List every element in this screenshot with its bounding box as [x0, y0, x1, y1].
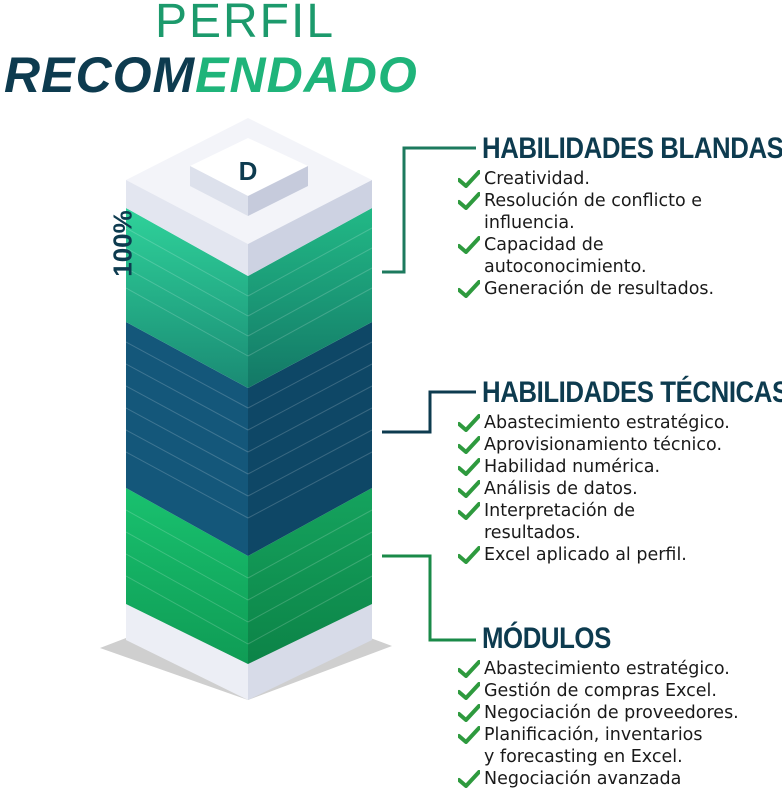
top-block-right — [248, 166, 308, 216]
tower-cap-left — [126, 180, 248, 276]
check-icon — [458, 546, 480, 564]
list-item-text: Negociación de proveedores. — [484, 703, 739, 723]
top-block-left — [190, 166, 248, 216]
list-item-text: Generación de resultados. — [484, 279, 715, 299]
tower-cap-right — [248, 180, 372, 276]
list-item: Aprovisionamiento técnico. — [458, 434, 782, 456]
title-line-2: RECOMENDADO — [4, 46, 418, 104]
list-item: Negociación de proveedores. — [458, 702, 739, 724]
tower-base-right — [248, 604, 372, 700]
list-item-text: Creatividad. — [484, 169, 590, 189]
list-item: Capacidad de autoconocimiento. — [458, 234, 782, 278]
section-habilidades-blandas: HABILIDADES BLANDAS Creatividad. Resoluc… — [458, 132, 782, 300]
list-item-text: Abastecimiento estratégico. — [484, 659, 730, 679]
list-item: Creatividad. — [458, 168, 782, 190]
list-item: Excel aplicado al perfil. — [458, 544, 782, 566]
bracket-blandas — [382, 146, 476, 274]
segment-navy-left — [126, 322, 248, 556]
list-item-text: Resolución de conflicto e influencia. — [484, 191, 703, 233]
title-line-2-part-b: ENDADO — [195, 47, 418, 103]
top-block-top — [190, 138, 308, 196]
bracket-modulos — [382, 554, 476, 642]
list-item: Abastecimiento estratégico. — [458, 658, 739, 680]
list-item-text: Aprovisionamiento técnico. — [484, 435, 723, 455]
list-item-text: Abastecimiento estratégico. — [484, 413, 730, 433]
bracket-tecnicas — [382, 390, 476, 434]
check-icon — [458, 170, 480, 188]
segment-teal-left — [126, 208, 248, 388]
check-icon — [458, 682, 480, 700]
check-icon — [458, 280, 480, 298]
list-item-text: Planificación, inventarios y forecasting… — [484, 725, 703, 767]
check-icon — [458, 480, 480, 498]
list-item: Interpretación de resultados. — [458, 500, 782, 544]
check-icon — [458, 660, 480, 678]
list-item-text: Capacidad de autoconocimiento. — [484, 235, 647, 277]
list-item-text: Excel aplicado al perfil. — [484, 545, 687, 565]
title-line-1: PERFIL — [154, 0, 336, 48]
list-item-text: Análisis de datos. — [484, 479, 638, 499]
section-heading: HABILIDADES BLANDAS — [482, 132, 782, 165]
list-item: Abastecimiento estratégico. — [458, 412, 782, 434]
segment-navy-right — [248, 322, 372, 556]
list-item: Resolución de conflicto e influencia. — [458, 190, 782, 234]
check-icon — [458, 436, 480, 454]
list-item: Generación de resultados. — [458, 278, 782, 300]
list-item: Negociación avanzada — [458, 768, 739, 790]
list-item: Gestión de compras Excel. — [458, 680, 739, 702]
check-icon — [458, 770, 480, 788]
list-item-text: Negociación avanzada — [484, 769, 682, 789]
section-heading: HABILIDADES TÉCNICAS — [482, 376, 782, 409]
check-icon — [458, 192, 480, 210]
section-list: Creatividad. Resolución de conflicto e i… — [458, 168, 782, 300]
tower-base-left — [126, 604, 248, 700]
check-icon — [458, 414, 480, 432]
section-list: Abastecimiento estratégico. Aprovisionam… — [458, 412, 782, 566]
check-icon — [458, 726, 480, 744]
list-item: Planificación, inventarios y forecasting… — [458, 724, 739, 768]
tower-stripes — [125, 227, 373, 645]
section-list: Abastecimiento estratégico. Gestión de c… — [458, 658, 739, 790]
list-item: Habilidad numérica. — [458, 456, 782, 478]
segment-green-right — [248, 488, 372, 664]
list-item-text: Interpretación de resultados. — [484, 501, 636, 543]
list-item-text: Gestión de compras Excel. — [484, 681, 717, 701]
section-modulos: MÓDULOS Abastecimiento estratégico. Gest… — [458, 622, 739, 790]
check-icon — [458, 502, 480, 520]
segment-teal-right — [248, 208, 372, 388]
list-item-text: Habilidad numérica. — [484, 457, 661, 477]
section-habilidades-tecnicas: HABILIDADES TÉCNICAS Abastecimiento estr… — [458, 376, 782, 566]
list-item: Análisis de datos. — [458, 478, 782, 500]
section-heading: MÓDULOS — [482, 622, 611, 655]
check-icon — [458, 704, 480, 722]
top-badge-letter: D — [238, 156, 258, 186]
check-icon — [458, 458, 480, 476]
percent-label: 100% — [107, 210, 138, 277]
segment-green-left — [126, 488, 248, 664]
check-icon — [458, 236, 480, 254]
title-line-2-part-a: RECOM — [4, 47, 196, 103]
